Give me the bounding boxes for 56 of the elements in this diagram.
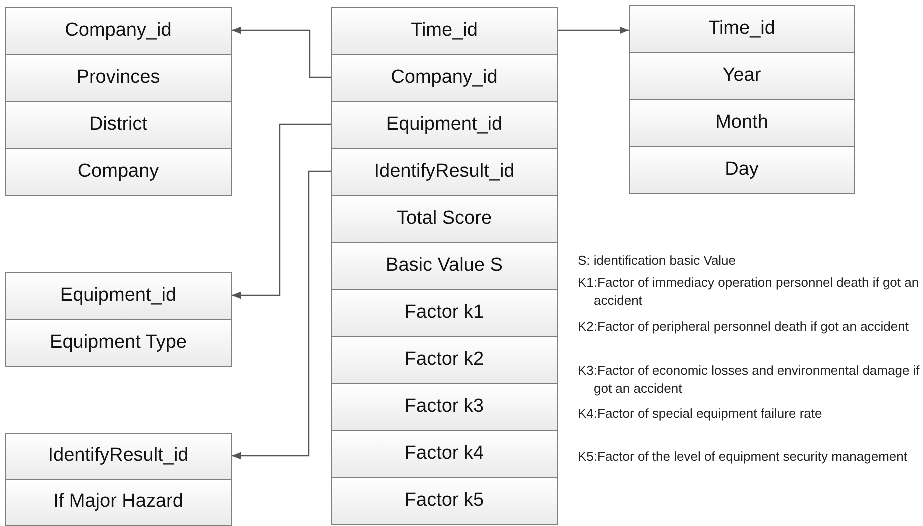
table-row bbox=[331, 242, 558, 290]
field-name: Company_id bbox=[391, 66, 498, 90]
table-row bbox=[629, 5, 855, 53]
note-text: K5:Factor of the level of equipment security management bbox=[578, 448, 909, 466]
field-name: Equipment_id bbox=[60, 284, 177, 308]
field-name: Equipment_id bbox=[386, 112, 503, 137]
field-name: Time_id bbox=[708, 16, 776, 41]
table-row bbox=[629, 52, 855, 100]
table-row bbox=[5, 7, 232, 55]
table-row bbox=[629, 99, 855, 147]
connector-arrow bbox=[558, 26, 629, 34]
table-row bbox=[331, 7, 558, 55]
field-name: Factor k1 bbox=[404, 300, 484, 325]
table-row bbox=[5, 54, 232, 102]
table-row bbox=[5, 433, 232, 480]
table-row bbox=[5, 272, 232, 320]
note-text: K2:Factor of peripheral personnel death if got an accident bbox=[578, 318, 910, 336]
field-name: Company bbox=[78, 160, 160, 184]
note-text: K1:Factor of immediacy operation personnel death if got an accident bbox=[578, 274, 920, 310]
table-row bbox=[331, 477, 558, 525]
table-row bbox=[5, 148, 232, 196]
table-row bbox=[5, 101, 232, 149]
field-name: Day bbox=[725, 158, 759, 182]
connector-arrow bbox=[232, 124, 331, 300]
connector-arrow bbox=[232, 170, 331, 460]
table-row bbox=[331, 289, 558, 337]
field-name: IdentifyResult_id bbox=[48, 444, 189, 468]
field-name: Total Score bbox=[396, 206, 492, 231]
note-text: S: identification basic Value bbox=[578, 252, 738, 270]
field-name: Factor k4 bbox=[404, 442, 484, 466]
table-row bbox=[629, 146, 855, 194]
table-row bbox=[5, 479, 232, 526]
table-row bbox=[331, 430, 558, 478]
field-name: Time_id bbox=[411, 18, 478, 43]
table-row bbox=[331, 101, 558, 149]
field-name: Provinces bbox=[76, 66, 160, 90]
table-row bbox=[331, 383, 558, 431]
table-row bbox=[331, 195, 558, 243]
field-name: Factor k3 bbox=[404, 394, 484, 419]
connector-arrow bbox=[232, 26, 331, 78]
note-text: K4:Factor of special equipment failure rate bbox=[578, 405, 824, 423]
field-name: Year bbox=[722, 64, 762, 88]
table-row bbox=[331, 336, 558, 384]
table-row bbox=[331, 54, 558, 102]
field-name: Company_id bbox=[65, 18, 172, 43]
field-name: Basic Value S bbox=[386, 254, 503, 278]
field-name: If Major Hazard bbox=[54, 490, 184, 514]
table-row bbox=[5, 319, 232, 367]
field-name: Factor k2 bbox=[404, 348, 484, 372]
note-text: K3:Factor of economic losses and environmental damage if got an accident bbox=[578, 362, 921, 398]
field-name: Factor k5 bbox=[404, 488, 484, 513]
field-name: District bbox=[89, 112, 148, 137]
field-name: Month bbox=[716, 110, 768, 135]
field-name: Equipment Type bbox=[50, 330, 187, 355]
table-row bbox=[331, 148, 558, 196]
field-name: IdentifyResult_id bbox=[374, 160, 515, 184]
